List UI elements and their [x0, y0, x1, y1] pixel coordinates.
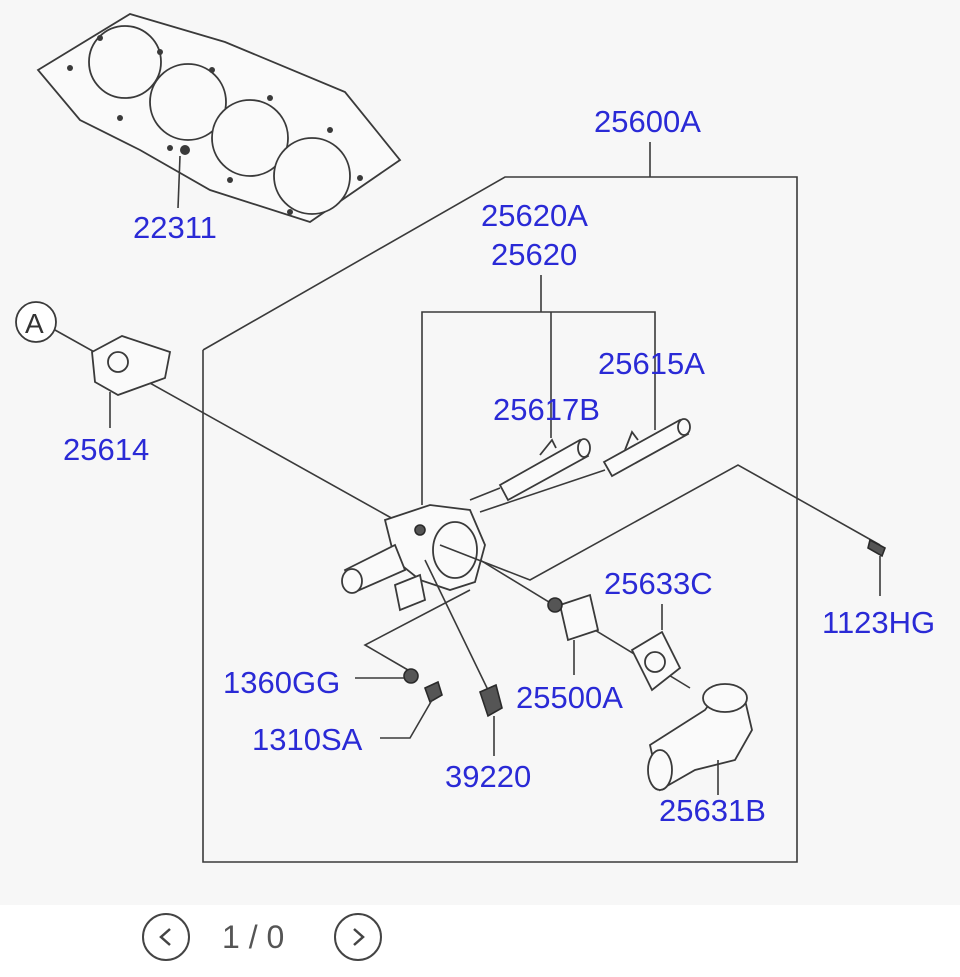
part-label-25620[interactable]: 25620: [491, 237, 577, 272]
bolt-1123HG-part[interactable]: [867, 538, 886, 558]
plug-1310SA-part[interactable]: [424, 680, 443, 704]
gasket-25614-part[interactable]: [91, 335, 172, 396]
chevron-right-icon: [353, 928, 365, 946]
water-pipe-part[interactable]: [469, 418, 691, 513]
part-label-1360GG[interactable]: 1360GG: [223, 665, 340, 700]
next-page-button[interactable]: [334, 913, 382, 961]
part-label-25631B[interactable]: 25631B: [659, 793, 766, 828]
part-label-25620A[interactable]: 25620A: [481, 198, 588, 233]
part-label-25600A[interactable]: 25600A: [594, 104, 701, 139]
reference-marker-a[interactable]: A: [15, 301, 57, 343]
part-label-25500A[interactable]: 25500A: [516, 680, 623, 715]
part-label-25633C[interactable]: 25633C: [604, 566, 713, 601]
pagination-bar: 1 / 0: [0, 905, 960, 977]
thermostat-part[interactable]: [547, 593, 600, 642]
head-gasket-part[interactable]: [36, 13, 402, 223]
part-label-22311[interactable]: 22311: [133, 210, 217, 245]
water-outlet-part[interactable]: [647, 683, 753, 792]
part-label-39220[interactable]: 39220: [445, 759, 531, 794]
thermostat-housing-part[interactable]: [341, 504, 486, 612]
exploded-parts-diagram: 22311 25600A 25620A 25620 25615A 25617B: [15, 13, 936, 863]
temperature-sensor-part[interactable]: [479, 683, 503, 718]
plug-1360GG-part[interactable]: [403, 668, 419, 684]
gasket-25633C-part[interactable]: [630, 630, 682, 692]
chevron-left-icon: [159, 928, 171, 946]
previous-page-button[interactable]: [142, 913, 190, 961]
part-label-25614[interactable]: 25614: [63, 432, 149, 467]
part-label-25617B[interactable]: 25617B: [493, 392, 600, 427]
part-label-1123HG[interactable]: 1123HG: [822, 605, 935, 640]
page-indicator: 1 / 0: [222, 919, 285, 955]
part-label-25615A[interactable]: 25615A: [598, 346, 705, 381]
svg-text:A: A: [25, 308, 44, 339]
part-label-1310SA[interactable]: 1310SA: [252, 722, 363, 757]
